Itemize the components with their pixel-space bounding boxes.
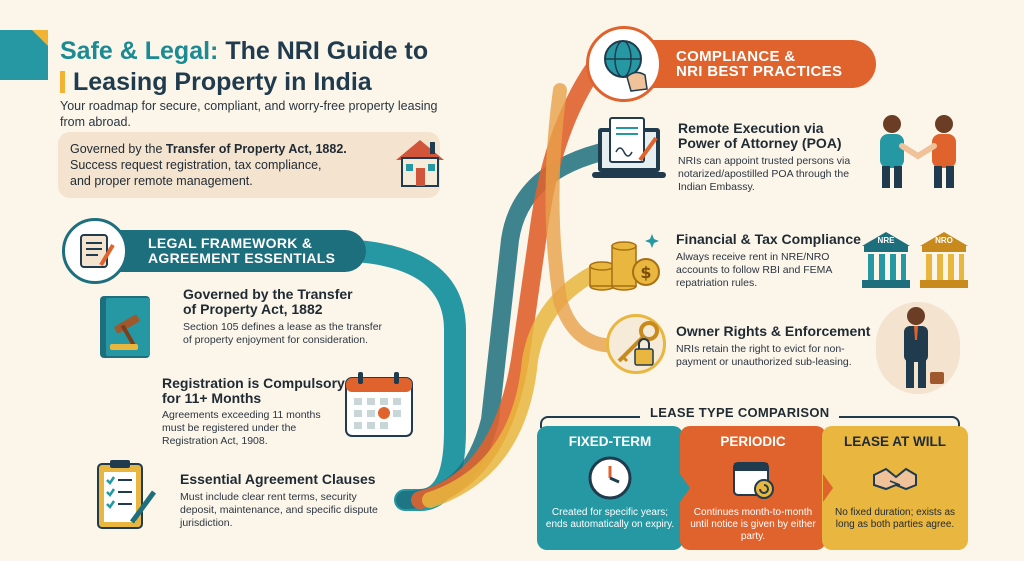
compliance-item-2-body: Always receive rent in NRE/NRO accounts … bbox=[676, 251, 832, 289]
compliance-item-3-body: NRIs retain the right to evict for non-p… bbox=[676, 343, 852, 368]
gavel-book-icon bbox=[100, 296, 150, 358]
handshake-icon bbox=[873, 467, 917, 491]
compliance-item-1-body: NRIs can appoint trusted persons via not… bbox=[678, 155, 851, 193]
legal-item-3-body: Must include clear rent terms, security … bbox=[180, 491, 378, 529]
page-title: Safe & Legal: The NRI Guide to Leasing P… bbox=[60, 37, 429, 96]
globe-hand-icon bbox=[586, 26, 662, 102]
handshake-people-icon bbox=[880, 115, 956, 188]
svg-text:$: $ bbox=[640, 263, 651, 282]
card-arrow-1 bbox=[680, 474, 690, 502]
nro-bank-icon: NRO bbox=[918, 230, 970, 290]
periodic-card: PERIODIC Continues month-to-month until … bbox=[680, 426, 826, 550]
corner-accent bbox=[0, 30, 48, 80]
lease-at-will-title: LEASE AT WILL bbox=[844, 434, 946, 449]
card-arrow-2 bbox=[823, 474, 833, 502]
periodic-body: Continues month-to-month until notice is… bbox=[690, 507, 816, 542]
intro-card: Governed by the Transfer of Property Act… bbox=[58, 132, 440, 198]
fixed-term-card: FIXED-TERM Created for specific years; e… bbox=[537, 426, 683, 550]
legal-item-2-body: Agreements exceeding 11 months must be r… bbox=[162, 409, 321, 447]
calendar-cycle-icon bbox=[733, 462, 774, 499]
calendar-icon bbox=[345, 372, 413, 437]
key-lock-icon bbox=[606, 314, 666, 374]
lease-at-will-card: LEASE AT WILL No fixed duration; exists … bbox=[822, 426, 968, 550]
fixed-term-title: FIXED-TERM bbox=[568, 434, 652, 449]
coins-dollar-icon: $ bbox=[589, 234, 660, 291]
compliance-item-2-title: Financial & Tax Compliance bbox=[676, 231, 861, 247]
clipboard-checklist-icon bbox=[97, 460, 157, 529]
businessman-icon bbox=[876, 302, 960, 394]
nre-bank-icon: NRE bbox=[860, 230, 912, 290]
fixed-term-body: Created for specific years; ends automat… bbox=[545, 507, 675, 530]
clock-icon bbox=[588, 456, 632, 500]
legal-item-3-title: Essential Agreement Clauses bbox=[180, 471, 376, 487]
periodic-title: PERIODIC bbox=[720, 434, 786, 449]
lease-at-will-body: No fixed duration; exists as long as bot… bbox=[834, 507, 956, 530]
nre-label: NRE bbox=[877, 236, 895, 245]
house-icon bbox=[396, 140, 444, 187]
compliance-item-3-title: Owner Rights & Enforcement bbox=[676, 323, 871, 339]
laptop-document-icon bbox=[592, 117, 666, 178]
lease-section-heading: LEASE TYPE COMPARISON bbox=[640, 405, 840, 420]
page-subtitle: Your roadmap for secure, compliant, and … bbox=[60, 99, 438, 129]
nro-label: NRO bbox=[935, 236, 953, 245]
legal-item-1-body: Section 105 defines a lease as the trans… bbox=[183, 321, 383, 346]
intro-text: Success request registration, tax compli… bbox=[70, 158, 322, 188]
legal-scroll-icon bbox=[62, 218, 128, 284]
